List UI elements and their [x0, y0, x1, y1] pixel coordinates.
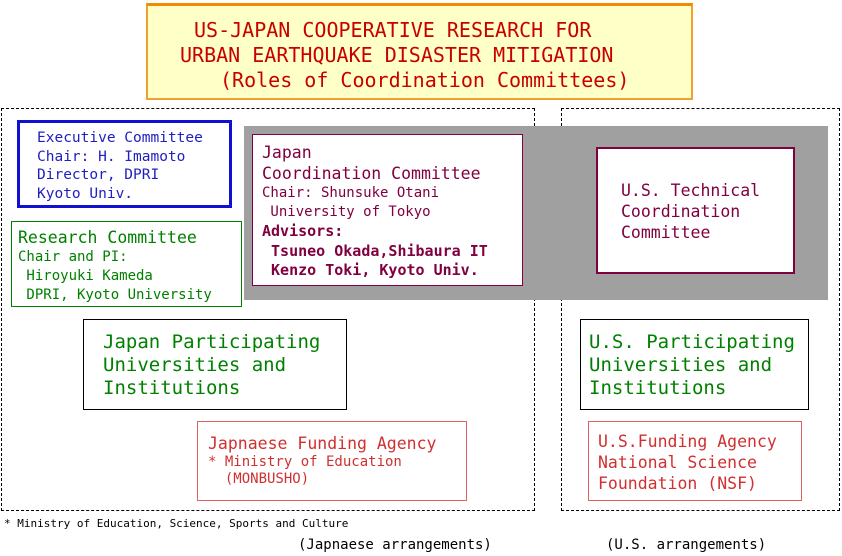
footnote: * Ministry of Education, Science, Sports…: [4, 517, 349, 530]
executive-committee-position: Director, DPRI: [37, 167, 160, 183]
japan-coordination-committee-box: Japan Coordination Committee Chair: Shun…: [252, 134, 523, 286]
us-funding-line-2: National Science: [598, 453, 757, 472]
us-participants-line-3: Institutions: [589, 377, 727, 399]
jcc-advisor-2: Kenzo Toki, Kyoto Univ.: [262, 261, 479, 279]
us-technical-committee-box: U.S. Technical Coordination Committee: [596, 147, 795, 274]
title-line-1: US-JAPAN COOPERATIVE RESEARCH FOR: [194, 18, 592, 42]
title-line-2: URBAN EARTHQUAKE DISASTER MITIGATION: [180, 43, 614, 67]
jcc-affiliation: University of Tokyo: [262, 204, 431, 220]
title-line-3: (Roles of Coordination Committees): [220, 68, 630, 92]
japan-funding-name: Japnaese Funding Agency: [208, 434, 437, 453]
research-committee-name: Research Committee: [18, 228, 197, 247]
japan-participants-line-3: Institutions: [103, 377, 241, 399]
research-committee-chair-name: Hiroyuki Kameda: [18, 268, 153, 284]
us-arrangements-caption: (U.S. arrangements): [606, 537, 767, 553]
research-committee-affiliation: DPRI, Kyoto University: [18, 287, 212, 303]
jcc-chair: Chair: Shunsuke Otani: [262, 185, 440, 201]
japan-arrangements-caption: (Japnaese arrangements): [298, 537, 492, 553]
us-arrangements-region: [561, 108, 840, 511]
ustcc-line-1: U.S. Technical: [621, 181, 761, 200]
japan-funding-box: Japnaese Funding Agency * Ministry of Ed…: [197, 421, 467, 501]
ustcc-line-2: Coordination: [621, 202, 741, 221]
us-participants-line-1: U.S. Participating: [589, 331, 795, 353]
us-funding-line-3: Foundation (NSF): [598, 474, 757, 493]
us-participants-line-2: Universities and: [589, 354, 773, 376]
jcc-line-2: Coordination Committee: [262, 163, 481, 183]
japan-participants-line-2: Universities and: [103, 354, 287, 376]
japan-funding-line-3: (MONBUSHO): [208, 471, 310, 487]
jcc-advisor-1: Tsuneo Okada,Shibaura IT: [262, 241, 488, 260]
ustcc-line-3: Committee: [621, 223, 711, 242]
title-box: US-JAPAN COOPERATIVE RESEARCH FOR URBAN …: [146, 3, 693, 100]
japan-participants-line-1: Japan Participating: [103, 331, 321, 353]
japan-participants-box: Japan Participating Universities and Ins…: [83, 319, 347, 410]
us-funding-line-1: U.S.Funding Agency: [598, 432, 777, 451]
executive-committee-box: Executive Committee Chair: H. Imamoto Di…: [17, 120, 232, 208]
executive-committee-chair: Chair: H. Imamoto: [37, 148, 186, 165]
executive-committee-name: Executive Committee: [37, 130, 203, 146]
japan-arrangements-region: [1, 108, 535, 511]
jcc-advisors-label: Advisors:: [262, 222, 344, 240]
us-participants-box: U.S. Participating Universities and Inst…: [580, 319, 809, 410]
executive-committee-affiliation: Kyoto Univ.: [37, 185, 134, 202]
us-funding-box: U.S.Funding Agency National Science Foun…: [588, 421, 802, 501]
research-committee-chair-label: Chair and PI:: [18, 249, 128, 265]
research-committee-box: Research Committee Chair and PI: Hiroyuk…: [11, 221, 242, 307]
japan-funding-line-2: * Ministry of Education: [208, 454, 402, 470]
jcc-line-1: Japan: [262, 143, 312, 162]
